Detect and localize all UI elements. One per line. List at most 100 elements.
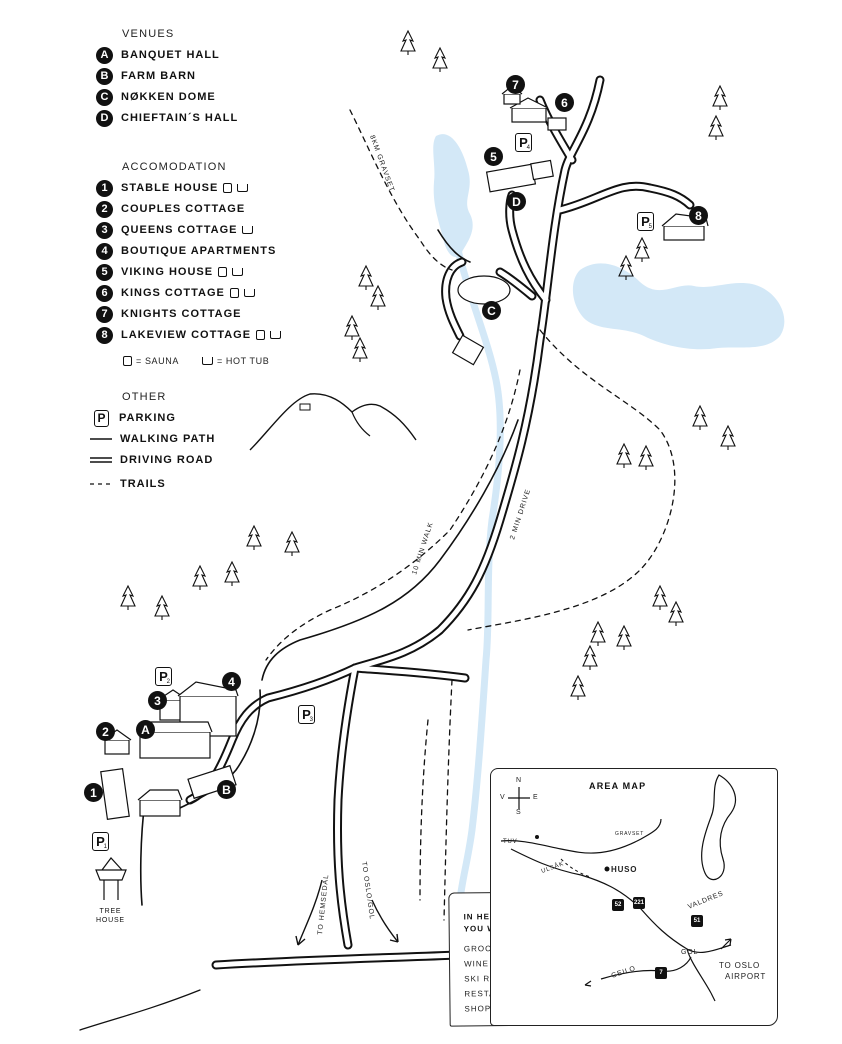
walk-label: 10 MIN WALK bbox=[411, 521, 435, 576]
place-tuv: TUV bbox=[503, 839, 518, 845]
marker-queens-cottage[interactable]: 3 bbox=[148, 691, 167, 710]
hot-tub-icon bbox=[201, 357, 213, 365]
legend-kings-cottage: 6 KINGS COTTAGE bbox=[96, 284, 255, 302]
parking-p3-number: 3 bbox=[309, 717, 313, 723]
place-gravset: GRAVSET bbox=[615, 831, 645, 837]
tree-icon bbox=[120, 584, 136, 610]
marker-stable-house[interactable]: 1 bbox=[84, 783, 103, 802]
tree-icon bbox=[692, 404, 708, 430]
to-oslo-gol-label: TO OSLO/GOL bbox=[360, 861, 375, 920]
sauna-icon bbox=[256, 330, 266, 340]
tree-icon bbox=[618, 254, 634, 280]
tree-icon bbox=[712, 84, 728, 110]
parking-label: PARKING bbox=[119, 412, 176, 424]
acc-6-badge: 6 bbox=[96, 284, 113, 302]
compass-n: N bbox=[516, 777, 522, 784]
river bbox=[454, 246, 504, 904]
venue-d-label: CHIEFTAIN´S HALL bbox=[121, 112, 239, 124]
legend-venue-b: B FARM BARN bbox=[96, 67, 196, 85]
tree-icon bbox=[432, 46, 448, 72]
tree-icon bbox=[616, 442, 632, 468]
hot-tub-icon bbox=[237, 184, 249, 192]
hot-tub-icon bbox=[232, 268, 244, 276]
acc-1-label: STABLE HOUSE bbox=[121, 182, 219, 194]
route-7-icon: 7 bbox=[655, 967, 667, 979]
hot-tub-icon bbox=[270, 331, 282, 339]
nokken-dome bbox=[457, 275, 511, 305]
marker-banquet-hall[interactable]: A bbox=[136, 720, 155, 739]
accommodation-title: ACCOMODATION bbox=[122, 161, 227, 173]
sauna-icon bbox=[223, 183, 233, 193]
legend-driving-road: DRIVING ROAD bbox=[90, 451, 213, 469]
compass-icon bbox=[508, 787, 530, 809]
parking-p1-number: 1 bbox=[103, 844, 107, 850]
tree-house-label-line2: HOUSE bbox=[96, 917, 125, 924]
tree-icon bbox=[668, 600, 684, 626]
tree-icon bbox=[246, 524, 262, 550]
sauna-key-label: = SAUNA bbox=[136, 356, 179, 366]
acc-2-label: COUPLES COTTAGE bbox=[121, 203, 246, 215]
acc-6-label: KINGS COTTAGE bbox=[121, 287, 225, 299]
venue-c-label: NØKKEN DOME bbox=[121, 91, 216, 103]
tree-icon bbox=[224, 560, 240, 586]
parking-p2-number: 2 bbox=[166, 679, 170, 685]
route-221-icon: 221 bbox=[633, 897, 645, 909]
area-map-inset: AREA MAP N S E V TUV GRAVSET ULSÅK HUSO … bbox=[490, 768, 778, 1026]
compass-w: V bbox=[500, 794, 506, 801]
driving-road-icon bbox=[90, 457, 112, 463]
other-title: OTHER bbox=[122, 391, 167, 403]
marker-knights-cottage[interactable]: 7 bbox=[506, 75, 525, 94]
tree-icon bbox=[358, 264, 374, 290]
acc-2-badge: 2 bbox=[96, 200, 113, 218]
parking-p5-symbol: P bbox=[641, 214, 650, 229]
tree-icon bbox=[570, 674, 586, 700]
parking-p3-symbol: P bbox=[302, 707, 311, 722]
parking-p2-symbol: P bbox=[159, 669, 168, 684]
acc-4-badge: 4 bbox=[96, 242, 113, 260]
tree-icon bbox=[638, 444, 654, 470]
route-52-icon: 52 bbox=[612, 899, 624, 911]
tree-icon bbox=[370, 284, 386, 310]
parking-p1-symbol: P bbox=[96, 834, 105, 849]
legend-trails: TRAILS bbox=[90, 475, 166, 493]
marker-lakeview-cottage[interactable]: 8 bbox=[689, 206, 708, 225]
marker-farm-barn[interactable]: B bbox=[217, 780, 236, 799]
hot-tub-icon bbox=[242, 226, 254, 234]
marker-kings-cottage[interactable]: 6 bbox=[555, 93, 574, 112]
venues-title: VENUES bbox=[122, 28, 175, 40]
marker-viking-house[interactable]: 5 bbox=[484, 147, 503, 166]
place-oslo-line1: TO OSLO bbox=[719, 961, 761, 970]
marker-nokken-dome[interactable]: C bbox=[482, 301, 501, 320]
venue-b-badge: B bbox=[96, 67, 113, 85]
marker-chieftains-hall[interactable]: D bbox=[507, 192, 526, 211]
gravset-trail-label: 8KM GRAVSET bbox=[368, 134, 395, 193]
marker-boutique-apartments[interactable]: 4 bbox=[222, 672, 241, 691]
acc-3-badge: 3 bbox=[96, 221, 113, 239]
compass-e: E bbox=[533, 794, 539, 801]
venue-b-label: FARM BARN bbox=[121, 70, 196, 82]
area-map-title: AREA MAP bbox=[589, 781, 647, 791]
tree-icon bbox=[582, 644, 598, 670]
tree-icon bbox=[192, 564, 208, 590]
tree-icon bbox=[344, 314, 360, 340]
acc-5-label: VIKING HOUSE bbox=[121, 266, 214, 278]
drive-label: 2 MIN DRIVE bbox=[509, 488, 532, 541]
water-bodies bbox=[433, 134, 785, 350]
place-gol: GOL bbox=[681, 949, 699, 956]
place-huso: HUSO bbox=[611, 865, 638, 874]
venue-a-badge: A bbox=[96, 46, 113, 64]
venue-a-label: BANQUET HALL bbox=[121, 49, 220, 61]
marker-couples-cottage[interactable]: 2 bbox=[96, 722, 115, 741]
walking-path-icon bbox=[90, 438, 112, 440]
acc-8-badge: 8 bbox=[96, 326, 113, 344]
compass-s: S bbox=[516, 809, 522, 816]
